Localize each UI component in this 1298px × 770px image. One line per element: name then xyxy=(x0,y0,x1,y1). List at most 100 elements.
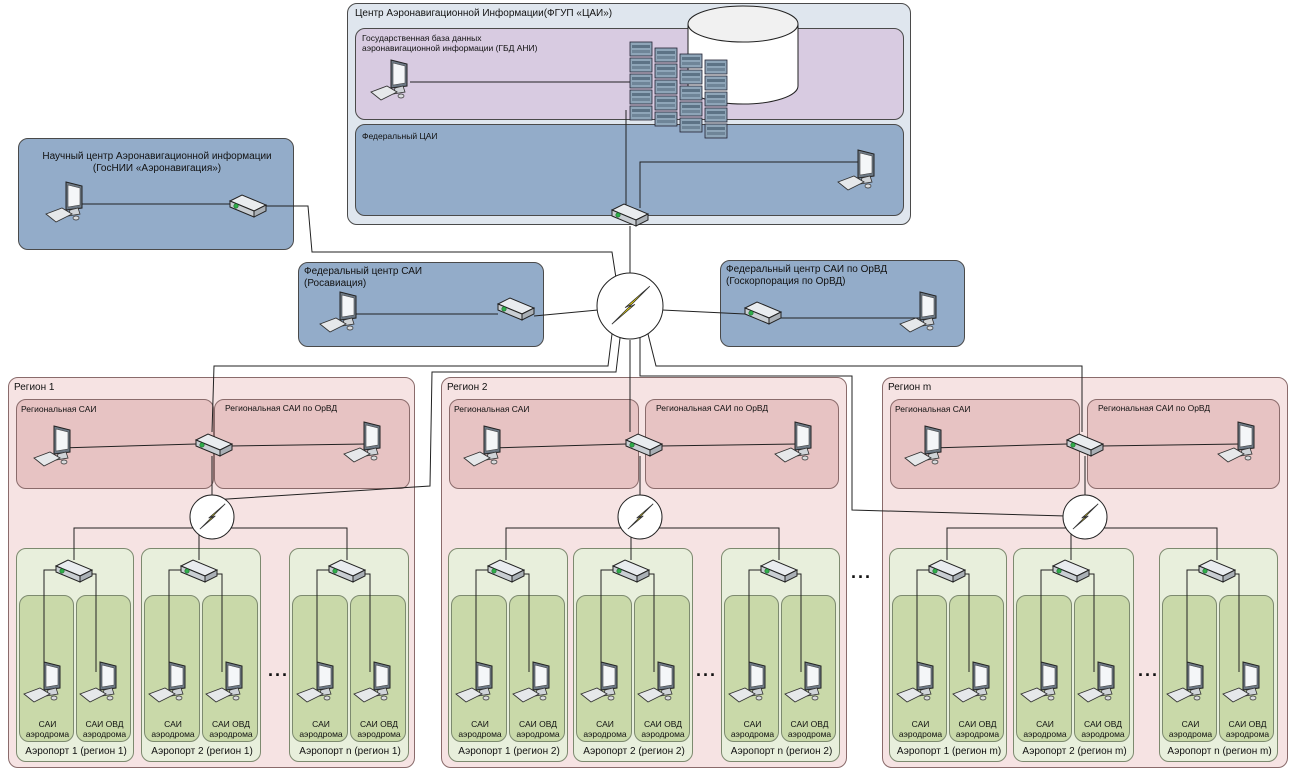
federal-sai-title-1: Федеральный центр САИ xyxy=(304,266,423,277)
airport-title: Аэропорт n (регион 2) xyxy=(730,746,833,757)
ovd-label-1: САИ ОВД xyxy=(85,719,124,729)
sai-label-2: аэродрома xyxy=(1023,729,1067,739)
computer-icon xyxy=(342,420,388,469)
router-icon xyxy=(759,558,799,589)
gbd-ani-title-1: Государственная база данных xyxy=(362,33,482,43)
computer-icon xyxy=(783,660,829,709)
sai-label-2: аэродрома xyxy=(151,729,195,739)
ovd-label-1: САИ ОВД xyxy=(360,719,398,729)
gbd-ani-box: Государственная база данных аэронавигаци… xyxy=(355,28,904,120)
sai-label-1: САИ xyxy=(471,719,489,729)
router-icon xyxy=(496,296,536,327)
computer-icon xyxy=(1221,660,1267,709)
sai-label-1: САИ xyxy=(911,719,930,729)
ovd-label-1: САИ ОВД xyxy=(1228,719,1267,729)
computer-icon xyxy=(579,660,625,709)
cai-center-title: Центр Аэронавигационной Информации(ФГУП … xyxy=(355,8,613,19)
regional-orvd-title: Региональная САИ по ОрВД xyxy=(225,403,338,413)
airport-title: Аэропорт 1 (регион m) xyxy=(896,746,1002,757)
airport-title: Аэропорт n (регион m) xyxy=(1167,746,1272,757)
region-title: Регион 1 xyxy=(14,382,55,393)
science-center-box: Научный центр Аэронавигационной информац… xyxy=(18,138,294,250)
computer-icon xyxy=(727,660,773,709)
ovd-label-2: аэродрома xyxy=(787,729,832,739)
router-icon xyxy=(194,432,234,463)
science-center-title-2: (ГосНИИ «Аэронавигация») xyxy=(92,163,222,174)
sai-label-2: аэродрома xyxy=(730,729,775,739)
computer-icon xyxy=(32,424,78,473)
ovd-label-2: аэродрома xyxy=(641,729,685,739)
computer-icon xyxy=(1076,660,1122,709)
ellipsis: ... xyxy=(268,660,290,680)
sai-label-1: САИ xyxy=(596,719,614,729)
computer-icon xyxy=(204,660,250,709)
ovd-label-2: аэродрома xyxy=(357,729,401,739)
federal-cai-title: Федеральный ЦАИ xyxy=(362,131,438,141)
ellipsis: ... xyxy=(1138,660,1160,680)
computer-icon xyxy=(511,660,557,709)
regional-sai-box: Региональная САИ xyxy=(890,399,1080,489)
ovd-label-1: САИ ОВД xyxy=(958,719,997,729)
network-hub-icon xyxy=(616,493,664,546)
server-rack-icon xyxy=(626,36,736,151)
router-icon xyxy=(54,558,94,589)
sai-label-1: САИ xyxy=(743,719,762,729)
sai-label-2: аэродрома xyxy=(583,729,627,739)
computer-icon xyxy=(147,660,193,709)
router-icon xyxy=(624,432,664,463)
federal-sai-title-2: (Росавиация) xyxy=(304,278,367,289)
ovd-label-1: САИ ОВД xyxy=(212,719,250,729)
gbd-ani-title-2: аэронавигационной информации (ГБД АНИ) xyxy=(362,43,538,53)
computer-icon xyxy=(295,660,341,709)
network-hub-icon xyxy=(1061,493,1109,546)
computer-icon xyxy=(836,148,882,197)
region-title: Регион m xyxy=(888,382,932,393)
sai-label-2: аэродрома xyxy=(1168,729,1213,739)
computer-icon xyxy=(369,58,415,107)
computer-icon xyxy=(22,660,68,709)
computer-icon xyxy=(898,290,944,339)
ovd-label-1: САИ ОВД xyxy=(644,719,682,729)
regional-sai-title: Региональная САИ xyxy=(895,404,971,414)
sai-label-2: аэродрома xyxy=(458,729,502,739)
router-icon xyxy=(228,193,268,224)
computer-icon xyxy=(78,660,124,709)
computer-icon xyxy=(462,424,508,473)
ovd-label-1: САИ ОВД xyxy=(790,719,829,729)
computer-icon xyxy=(1165,660,1211,709)
regional-sai-title: Региональная САИ xyxy=(454,404,530,414)
computer-icon xyxy=(44,180,90,229)
airport-title: Аэропорт 2 (регион m) xyxy=(1022,746,1127,757)
router-icon xyxy=(743,300,783,331)
regional-sai-box: Региональная САИ xyxy=(449,399,639,489)
router-icon xyxy=(1065,432,1105,463)
sai-label-1: САИ xyxy=(1036,719,1054,729)
router-icon xyxy=(327,558,367,589)
computer-icon xyxy=(1216,420,1262,469)
sai-label-2: аэродрома xyxy=(299,729,343,739)
computer-icon xyxy=(318,290,364,339)
ovd-label-2: аэродрома xyxy=(1081,729,1125,739)
network-hub-icon xyxy=(188,493,236,546)
ovd-label-2: аэродрома xyxy=(955,729,1000,739)
computer-icon xyxy=(903,424,949,473)
router-icon xyxy=(611,558,651,589)
federal-orvd-title-2: (Госкорпорация по ОрВД) xyxy=(726,276,846,287)
sai-label-1: САИ xyxy=(38,719,57,729)
sai-label-2: аэродрома xyxy=(25,729,70,739)
airport-title: Аэропорт n (регион 1) xyxy=(299,746,401,757)
router-icon xyxy=(610,202,650,233)
ovd-label-2: аэродрома xyxy=(82,729,127,739)
sai-label-2: аэродрома xyxy=(898,729,943,739)
federal-orvd-title-1: Федеральный центр САИ по ОрВД xyxy=(726,264,888,275)
airport-title: Аэропорт 1 (регион 2) xyxy=(458,746,560,757)
regional-orvd-title: Региональная САИ по ОрВД xyxy=(656,403,769,413)
airport-title: Аэропорт 1 (регион 1) xyxy=(25,746,127,757)
regional-orvd-title: Региональная САИ по ОрВД xyxy=(1098,403,1211,413)
ellipsis: ... xyxy=(696,660,718,680)
ovd-label-2: аэродрома xyxy=(1225,729,1270,739)
computer-icon xyxy=(636,660,682,709)
